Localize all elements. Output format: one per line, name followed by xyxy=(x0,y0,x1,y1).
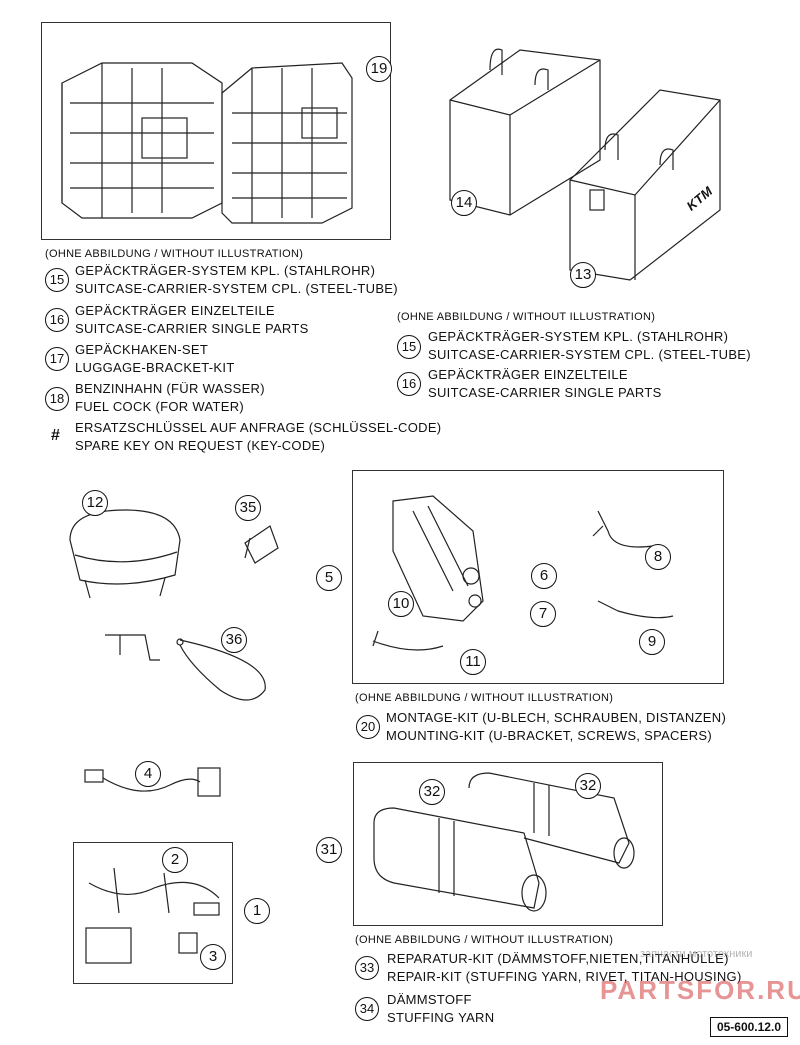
mounting-parts-drawing xyxy=(372,495,674,651)
watermark-logo: PARTSFOR.RU xyxy=(600,975,800,1005)
callout-32-left: 32 xyxy=(419,779,445,805)
callout-11: 11 xyxy=(460,649,486,675)
callout-14: 14 xyxy=(451,190,477,216)
callout-35: 35 xyxy=(235,495,261,521)
wiring-harness-drawing xyxy=(84,767,221,797)
item-15-en-left: SUITCASE-CARRIER-SYSTEM CPL. (STEEL-TUBE… xyxy=(75,281,398,296)
item-33-de: REPARATUR-KIT (DÄMMSTOFF,NIETEN,TITANHÜL… xyxy=(387,951,729,966)
cable-lock-drawing xyxy=(105,634,266,701)
top-cases-drawing xyxy=(449,48,721,281)
item-17-en: LUGGAGE-BRACKET-KIT xyxy=(75,360,235,375)
suitcases-illustration-box xyxy=(41,22,391,240)
hash-marker: # xyxy=(51,427,60,444)
callout-31: 31 xyxy=(316,837,342,863)
item-key-en: SPARE KEY ON REQUEST (KEY-CODE) xyxy=(75,438,326,453)
callout-15-left: 15 xyxy=(45,268,69,292)
callout-32-right: 32 xyxy=(575,773,601,799)
callout-19: 19 xyxy=(366,56,392,82)
page-code: 05-600.12.0 xyxy=(709,1017,788,1037)
item-20-en: MOUNTING-KIT (U-BRACKET, SCREWS, SPACERS… xyxy=(386,728,713,743)
item-key-de: ERSATZSCHLÜSSEL AUF ANFRAGE (SCHLÜSSEL-C… xyxy=(75,420,442,435)
key-pouch-drawing xyxy=(244,525,279,564)
item-16-de-left: GEPÄCKTRÄGER EINZELTEILE xyxy=(75,303,275,318)
callout-7: 7 xyxy=(530,601,556,627)
callout-3: 3 xyxy=(200,944,226,970)
callout-36: 36 xyxy=(221,627,247,653)
callout-4: 4 xyxy=(135,761,161,787)
callout-15-right: 15 xyxy=(397,335,421,359)
item-16-de-right: GEPÄCKTRÄGER EINZELTEILE xyxy=(428,367,628,382)
item-16-en-left: SUITCASE-CARRIER SINGLE PARTS xyxy=(75,321,309,336)
alarm-kit-drawing xyxy=(85,867,220,964)
silencer-box xyxy=(353,762,663,926)
callout-33: 33 xyxy=(355,956,379,980)
callout-8: 8 xyxy=(645,544,671,570)
side-cases-drawing xyxy=(61,62,353,224)
callout-6: 6 xyxy=(531,563,557,589)
callout-34: 34 xyxy=(355,997,379,1021)
item-18-de: BENZINHAHN (FÜR WASSER) xyxy=(75,381,265,396)
callout-2: 2 xyxy=(162,847,188,873)
watermark-tagline: запчасти мототехники xyxy=(640,948,753,960)
callout-13: 13 xyxy=(570,262,596,288)
without-illustration-note-2: (OHNE ABBILDUNG / WITHOUT ILLUSTRATION) xyxy=(397,311,656,323)
item-20-de: MONTAGE-KIT (U-BLECH, SCHRAUBEN, DISTANZ… xyxy=(386,710,727,725)
callout-16-right: 16 xyxy=(397,372,421,396)
item-16-en-right: SUITCASE-CARRIER SINGLE PARTS xyxy=(428,385,662,400)
item-15-de-left: GEPÄCKTRÄGER-SYSTEM KPL. (STAHLROHR) xyxy=(75,263,376,278)
callout-1: 1 xyxy=(244,898,270,924)
callout-12: 12 xyxy=(82,490,108,516)
item-18-en: FUEL COCK (FOR WATER) xyxy=(75,399,245,414)
tank-bag-drawing xyxy=(69,509,181,599)
item-34-en: STUFFING YARN xyxy=(387,1010,495,1025)
item-15-de-right: GEPÄCKTRÄGER-SYSTEM KPL. (STAHLROHR) xyxy=(428,329,729,344)
silencers-drawing xyxy=(373,772,635,912)
callout-16-left: 16 xyxy=(45,308,69,332)
item-33-en: REPAIR-KIT (STUFFING YARN, RIVET, TITAN-… xyxy=(387,969,742,984)
callout-18: 18 xyxy=(45,387,69,411)
callout-10: 10 xyxy=(388,591,414,617)
without-illustration-note-3: (OHNE ABBILDUNG / WITHOUT ILLUSTRATION) xyxy=(355,692,614,704)
item-17-de: GEPÄCKHAKEN-SET xyxy=(75,342,209,357)
callout-5: 5 xyxy=(316,565,342,591)
without-illustration-note-4: (OHNE ABBILDUNG / WITHOUT ILLUSTRATION) xyxy=(355,934,614,946)
without-illustration-note-1: (OHNE ABBILDUNG / WITHOUT ILLUSTRATION) xyxy=(45,248,304,260)
callout-20: 20 xyxy=(356,715,380,739)
callout-17: 17 xyxy=(45,347,69,371)
callout-9: 9 xyxy=(639,629,665,655)
item-15-en-right: SUITCASE-CARRIER-SYSTEM CPL. (STEEL-TUBE… xyxy=(428,347,751,362)
item-34-de: DÄMMSTOFF xyxy=(387,992,472,1007)
